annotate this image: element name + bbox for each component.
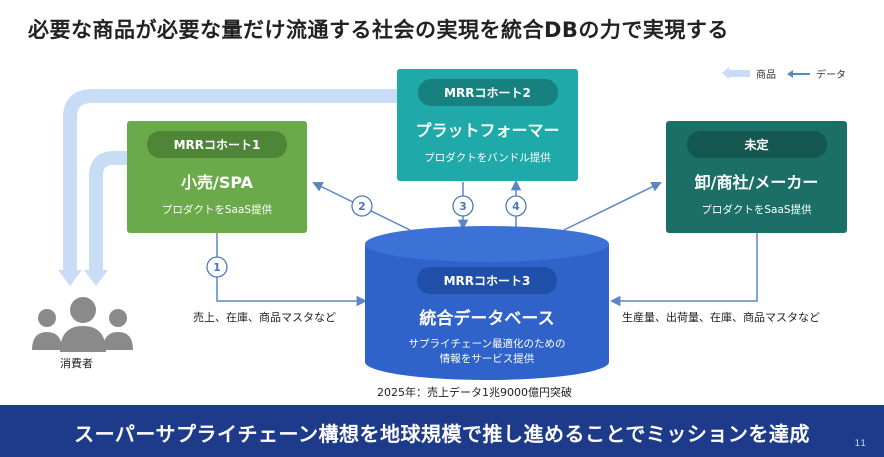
product-flow-inner — [89, 151, 127, 272]
database-desc-line2: 情報をサービス提供 — [439, 353, 535, 365]
mission-message: スーパーサプライチェーン構想を地球規模で推し進めることでミッションを達成 — [74, 422, 810, 446]
cohort2-desc: プロダクトをバンドル提供 — [424, 152, 551, 164]
right-flow-text: 生産量、出荷量、在庫、商品マスタなど — [622, 311, 820, 324]
step-4-number: 4 — [512, 200, 520, 213]
step-2-number: 2 — [358, 200, 366, 213]
undecided-name: 卸/商社/メーカー — [694, 173, 819, 192]
consumer-label: 消費者 — [60, 357, 93, 370]
legend-product-label: 商品 — [756, 70, 776, 81]
consumer-group-icon — [32, 297, 133, 352]
data-arrow-legend-icon — [787, 69, 810, 78]
product-flow-outer — [63, 89, 397, 272]
footnote: 2025年：売上データ1兆9000億円突破 — [377, 386, 572, 399]
step-3-marker: 3 — [452, 195, 474, 217]
cohort1-name: 小売/SPA — [180, 173, 253, 192]
legend-data-label: データ — [816, 70, 846, 81]
data-arrow-db-to-undecided — [563, 181, 662, 231]
product-arrow-legend-icon — [722, 67, 750, 79]
mission-banner: スーパーサプライチェーン構想を地球規模で推し進めることでミッションを達成 11 — [0, 405, 884, 457]
left-flow-text: 売上、在庫、商品マスタなど — [193, 311, 336, 324]
step-2-marker: 2 — [351, 195, 373, 217]
product-flow-outer-head — [58, 270, 82, 286]
undecided-badge: 未定 — [686, 131, 827, 158]
cohort2-name: プラットフォーマー — [415, 121, 560, 140]
undecided-card: 未定 卸/商社/メーカー プロダクトをSaaS提供 — [666, 121, 847, 233]
cohort1-desc: プロダクトをSaaS提供 — [161, 204, 273, 216]
legend: 商品 データ — [722, 66, 846, 81]
page-title: 必要な商品が必要な量だけ流通する社会の実現を統合DBの力で実現する — [28, 18, 729, 42]
step-3-number: 3 — [459, 200, 467, 213]
database-name: 統合データベース — [419, 309, 555, 329]
cohort1-card: MRRコホート1 小売/SPA プロダクトをSaaS提供 — [127, 121, 307, 233]
undecided-desc: プロダクトをSaaS提供 — [701, 204, 812, 216]
cohort2-card: MRRコホート2 プラットフォーマー プロダクトをバンドル提供 — [397, 69, 578, 181]
step-4-marker: 4 — [505, 195, 527, 217]
product-flow-inner-head — [84, 270, 108, 286]
cohort2-badge: MRRコホート2 — [417, 79, 558, 106]
step-1-marker: 1 — [206, 256, 228, 278]
page-number: 11 — [854, 439, 866, 449]
data-arrow-undecided-to-db — [609, 233, 758, 307]
database-desc-line1: サプライチェーン最適化のための — [408, 338, 566, 350]
data-arrow-cohort1-to-db — [216, 233, 368, 307]
database-badge-wrap: MRRコホート3 — [417, 267, 557, 294]
database-badge: MRRコホート3 — [417, 267, 557, 294]
cohort1-badge: MRRコホート1 — [147, 131, 287, 158]
step-1-number: 1 — [213, 261, 221, 274]
